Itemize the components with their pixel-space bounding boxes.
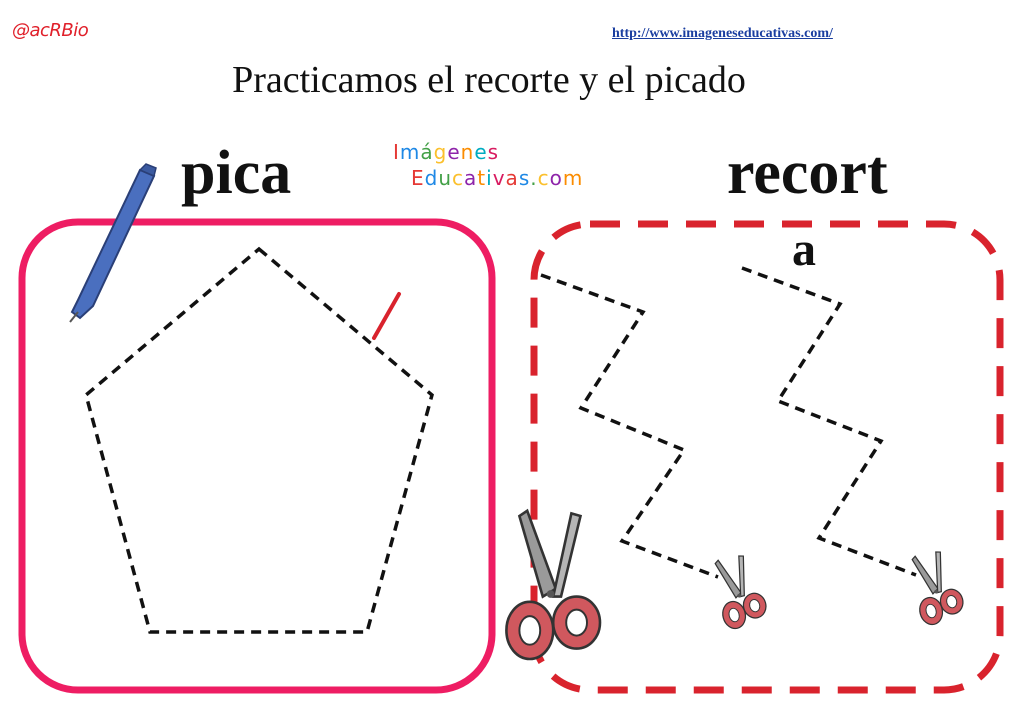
- logo-letter: m: [399, 140, 421, 164]
- logo-letter: i: [486, 166, 493, 190]
- pentagon-dotted-shape: [84, 246, 434, 634]
- brand-handle: @acRBio: [12, 20, 89, 41]
- label-recort: recort: [727, 139, 888, 207]
- label-pica: pica: [181, 139, 292, 207]
- logo-letter: u: [438, 166, 453, 190]
- logo-letter: a: [464, 166, 478, 190]
- logo-letter: o: [549, 166, 563, 190]
- logo-letter: s: [487, 140, 500, 164]
- label-recort-a: a: [792, 223, 816, 276]
- logo-letter: s: [518, 166, 531, 190]
- zigzag-line-left: [540, 273, 719, 579]
- logo-letter: g: [433, 140, 448, 164]
- left-panel-border: [18, 218, 496, 694]
- logo-letter: n: [460, 140, 475, 164]
- logo-letter: d: [424, 166, 439, 190]
- scissors-icon-large: [505, 509, 602, 661]
- scissors-icon-small-1: [707, 550, 771, 632]
- logo: Imágenes Educativas.com: [393, 140, 583, 190]
- red-pen-mark: [372, 292, 401, 340]
- logo-letter: E: [411, 166, 425, 190]
- source-link[interactable]: http://www.imageneseducativas.com/: [612, 26, 833, 41]
- logo-line2: Educativas.com: [411, 166, 583, 190]
- right-panel-border: [530, 220, 1004, 694]
- logo-letter: t: [477, 166, 487, 190]
- logo-letter: m: [562, 166, 584, 190]
- logo-line1: Imágenes: [393, 140, 583, 164]
- punch-pen-icon: [69, 163, 157, 323]
- logo-letter: c: [452, 166, 465, 190]
- logo-letter: .: [530, 166, 538, 190]
- scissors-icon-small-2: [904, 546, 968, 628]
- logo-letter: e: [447, 140, 461, 164]
- logo-letter: e: [474, 140, 488, 164]
- logo-letter: á: [420, 140, 434, 164]
- logo-letter: a: [505, 166, 519, 190]
- logo-letter: I: [393, 140, 400, 164]
- zigzag-line-right: [741, 266, 917, 577]
- logo-letter: v: [492, 166, 506, 190]
- page-title: Practicamos el recorte y el picado: [232, 59, 746, 101]
- logo-letter: c: [537, 166, 550, 190]
